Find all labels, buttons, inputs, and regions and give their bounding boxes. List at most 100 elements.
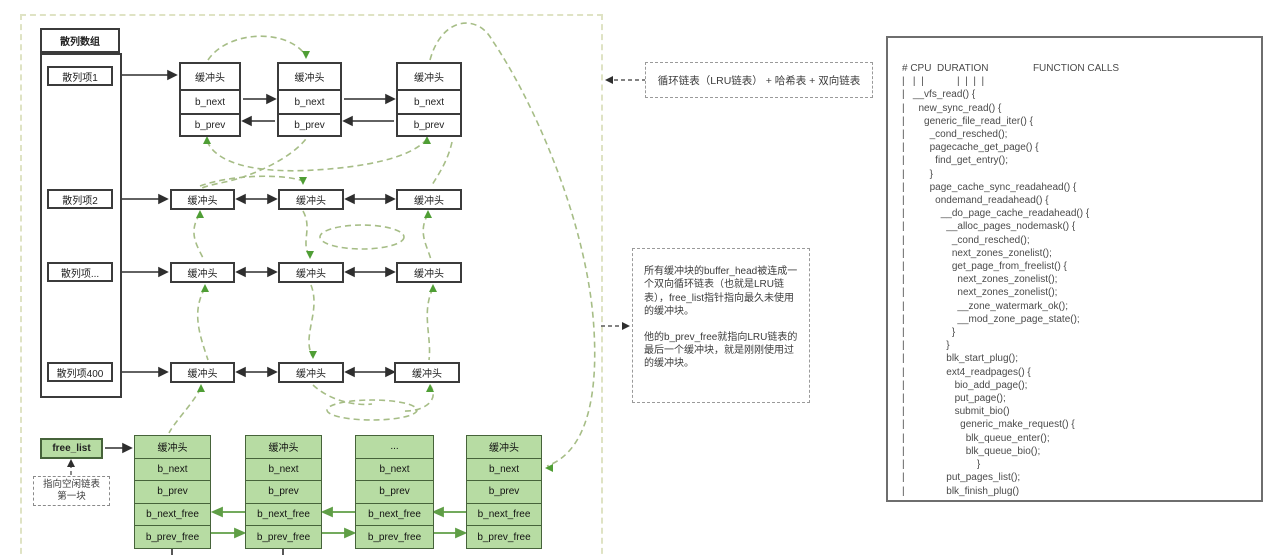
free-buffer-stack-2: 缓冲头 b_next b_prev b_next_free b_prev_fre… [245,435,322,549]
b-next-free-field: b_next_free [356,502,433,526]
b-next-field: b_next [279,89,340,113]
code-line: | next_zones_zonelist(); [902,287,1058,299]
buffer-head-row3-1: 缓冲头 [170,262,235,283]
buffer-head-label: 缓冲头 [296,196,326,207]
code-line: | } [902,459,981,471]
buffer-head-label: 缓冲头 [296,369,326,380]
hash-item-400: 散列项400 [47,362,113,382]
b-prev-free-field: b_prev_free [135,525,210,548]
ftrace-panel: # CPU DURATION FUNCTION CALLS| | | | | |… [886,36,1263,502]
free-list-label: free_list [52,443,91,454]
buffer-head-label: 缓冲头 [489,443,519,455]
legend-box: 循环链表（LRU链表） + 哈希表 + 双向链表 [645,62,873,98]
hash-item-2: 散列项2 [47,189,113,209]
code-line: | bio_add_page(); [902,379,1028,391]
buffer-head-label: 缓冲头 [195,73,225,84]
hash-item-1: 散列项1 [47,66,113,86]
b-prev-field: b_prev [246,480,321,503]
buffer-head-label: 缓冲头 [294,73,325,84]
buffer-head-row2-2: 缓冲头 [278,189,344,210]
code-line: | page_cache_sync_readahead() { [902,181,1077,193]
buffer-head-row4-3: 缓冲头 [394,362,460,383]
b-next-field: b_next [246,457,321,481]
b-next-field: b_next [181,89,239,113]
buffer-head-label: 缓冲头 [412,369,442,380]
b-prev-field: b_prev [135,480,210,503]
code-line: | ondemand_readahead() { [902,195,1049,207]
explanation-paragraph-2: 他的b_prev_free就指向LRU链表的最后一个缓冲块，就是刚刚使用过的缓冲… [644,331,798,370]
buffer-head-row1-3: 缓冲头 b_next b_prev [396,62,462,137]
hash-array-body [40,53,122,398]
free-buffer-stack-4: 缓冲头 b_next b_prev b_next_free b_prev_fre… [466,435,542,549]
explanation-paragraph-1: 所有缓冲块的buffer_head被连成一个双向循环链表（也就是LRU链表），f… [644,266,798,318]
b-prev-field: b_prev [467,480,541,503]
buffer-head-row1-2: 缓冲头 b_next b_prev [277,62,342,137]
code-line: | __mod_zone_page_state(); [902,313,1080,325]
buffer-head-row3-3: 缓冲头 [396,262,462,283]
code-line: | submit_bio() [902,406,1010,418]
hash-item-1-label: 散列项1 [62,72,98,84]
free-buffer-stack-1: 缓冲头 b_next b_prev b_next_free b_prev_fre… [134,435,211,549]
code-line: | blk_queue_bio(); [902,445,1041,457]
hash-item-2-label: 散列项2 [62,195,98,207]
code-line: | __alloc_pages_nodemask() { [902,221,1076,233]
buffer-head-label: 缓冲头 [296,269,326,280]
buffer-head-row4-1: 缓冲头 [170,362,235,383]
b-next-field: b_next [398,89,460,113]
code-line: # CPU DURATION FUNCTION CALLS [902,63,1120,74]
hash-chain-arrows [105,69,396,555]
ellipsis-label: ... [390,441,399,453]
code-line: | } [902,168,933,180]
buffer-head-row1-1: 缓冲头 b_next b_prev [179,62,241,137]
code-line: | __zone_watermark_ok(); [902,300,1068,312]
buffer-head-label: 缓冲头 [187,369,218,380]
buffer-head-label: 缓冲头 [268,443,299,455]
free-list-note: 指向空闲链表 第一块 [33,476,110,506]
free-list-arrows [210,506,468,539]
buffer-head-label: 缓冲头 [187,269,218,280]
free-list-note-line2: 第一块 [57,491,86,502]
buffer-head-label: 缓冲头 [414,196,444,207]
b-prev-field: b_prev [398,113,460,135]
b-prev-field: b_prev [181,113,239,135]
annotation-arrows [70,79,646,475]
b-next-field: b_next [356,457,433,481]
buffer-head-label: 缓冲头 [414,269,444,280]
code-line: | blk_start_plug(); [902,353,1018,365]
free-list-pointer: free_list [40,438,103,459]
b-next-free-field: b_next_free [246,502,321,526]
free-list-note-line1: 指向空闲链表 [42,479,100,490]
buffer-head-row4-2: 缓冲头 [278,362,344,383]
code-line: | } [902,327,956,339]
code-line: | __do_page_cache_readahead() { [902,208,1090,220]
buffer-head-label: 缓冲头 [414,73,444,84]
code-line: | new_sync_read() { [902,102,1002,114]
lru-curve-arrowheads [196,51,553,472]
code-line: | next_zones_zonelist(); [902,274,1058,286]
b-prev-field: b_prev [279,113,340,135]
annotation-arrowheads [67,76,630,467]
code-line: | generic_make_request() { [902,419,1075,431]
explanation-note: 所有缓冲块的buffer_head被连成一个双向循环链表（也就是LRU链表），f… [632,248,810,403]
code-line: | generic_file_read_iter() { [902,115,1033,127]
hash-array-title-label: 散列数组 [60,37,100,48]
code-line: | put_pages_list(); [902,472,1021,484]
diagram-boundary [20,14,603,555]
hash-array-title: 散列数组 [40,28,120,53]
code-line: | put_page(); [902,393,1006,405]
code-line: | _cond_resched(); [902,234,1030,246]
code-line: | next_zones_zonelist(); [902,247,1052,259]
code-line: | pagecache_get_page() { [902,142,1039,154]
hash-item-400-label: 散列项400 [56,368,104,380]
b-prev-free-field: b_prev_free [246,525,321,548]
b-next-free-field: b_next_free [467,502,541,526]
code-line: | get_page_from_freelist() { [902,261,1067,273]
b-next-field: b_next [467,457,541,481]
code-line: | blk_finish_plug() [902,485,1020,497]
code-line: | ext4_readpages() { [902,366,1031,378]
code-line: | _cond_resched(); [902,129,1008,141]
code-line: | blk_queue_enter(); [902,432,1050,444]
b-prev-free-field: b_prev_free [356,525,433,548]
